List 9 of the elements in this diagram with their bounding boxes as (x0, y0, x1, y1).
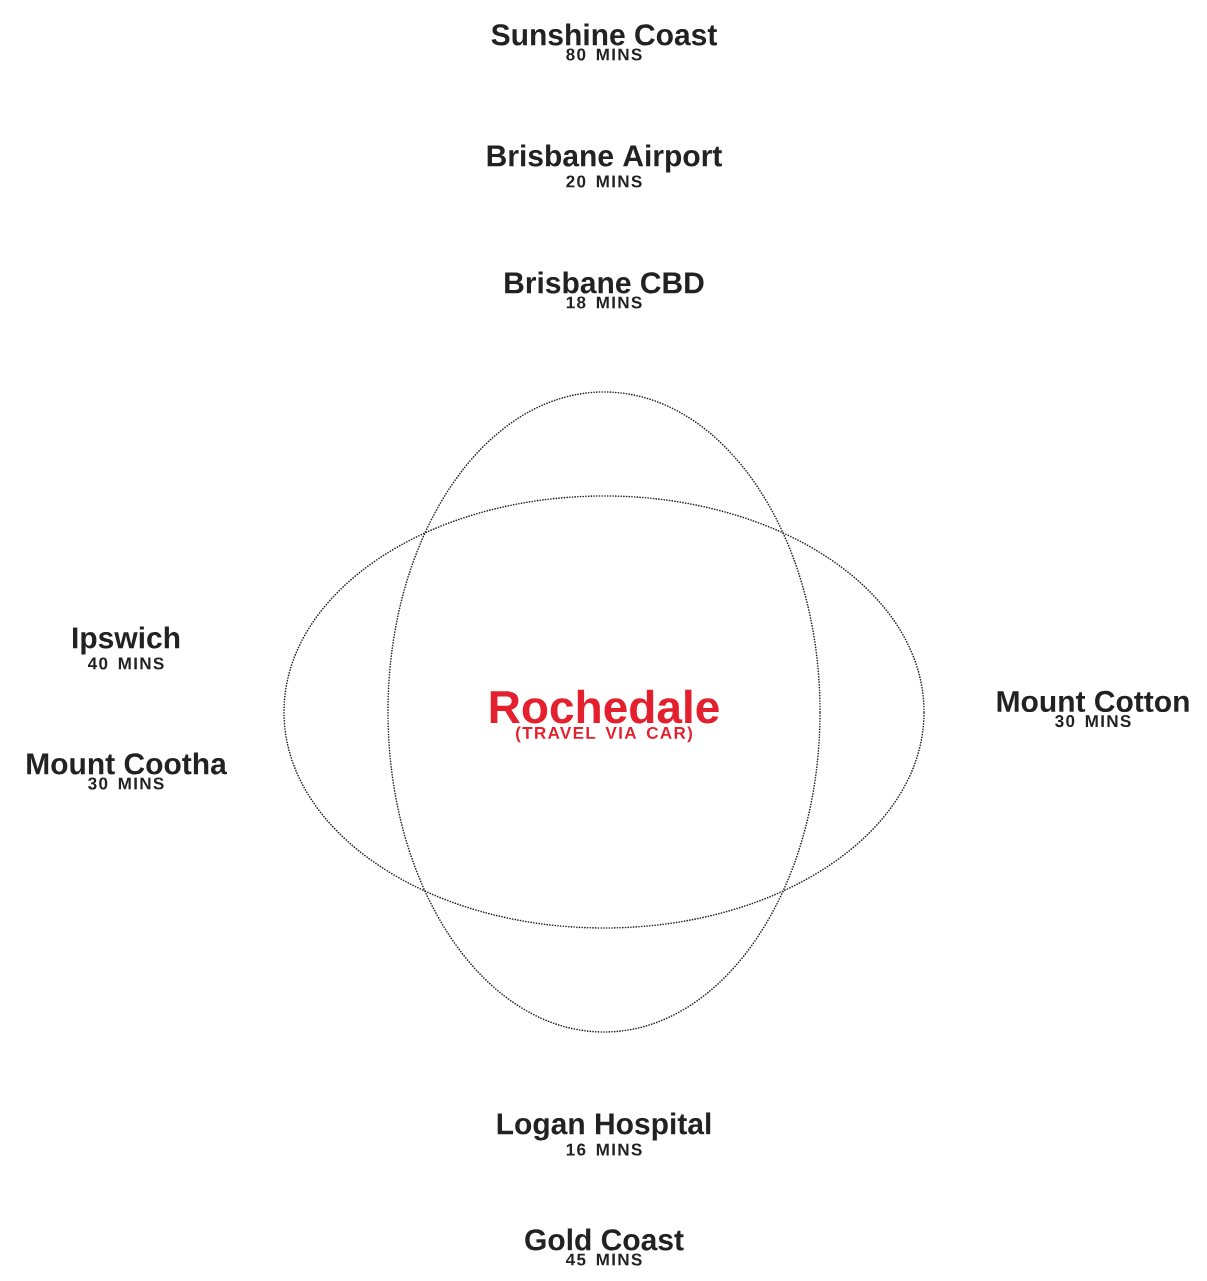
destination-label: Brisbane CBD 18 MINS (505, 271, 704, 309)
destination-label: Logan Hospital 16 MINS (497, 1112, 711, 1156)
destination-label: Ipswich 40 MINS (73, 626, 180, 670)
destination-label: Brisbane Airport 20 MINS (487, 144, 722, 188)
destination-label: Gold Coast 45 MINS (525, 1228, 684, 1266)
destination-label: Mount Cotton 30 MINS (997, 690, 1189, 728)
destination-label: Sunshine Coast 80 MINS (491, 23, 717, 61)
destination-label: Mount Cootha 30 MINS (27, 752, 227, 790)
place-label: Rochedale (TRAVEL VIA CAR) (490, 689, 719, 743)
